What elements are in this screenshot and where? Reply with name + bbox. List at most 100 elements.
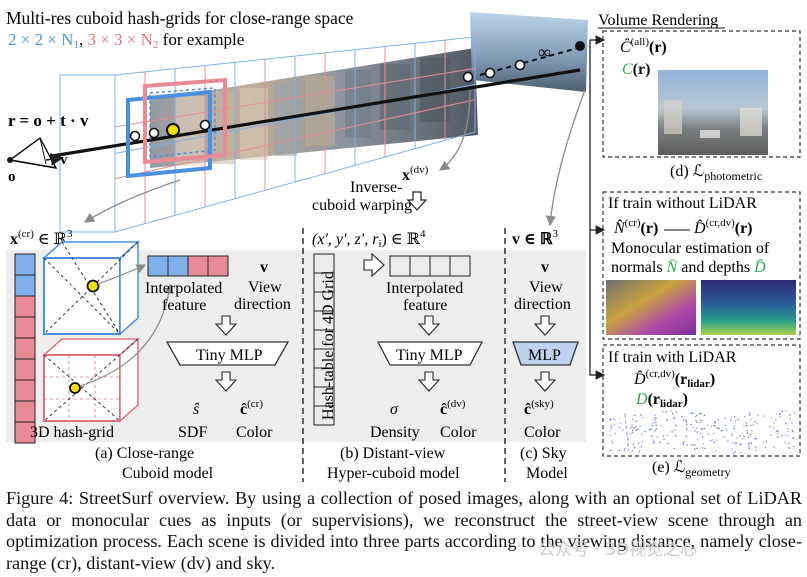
v-label-a: v <box>260 259 268 276</box>
ray-equation: r = o + t · v <box>8 111 89 130</box>
lidar-point <box>654 418 656 421</box>
lidar-point <box>792 437 794 440</box>
lidar-point <box>640 445 643 448</box>
lidar-point <box>644 430 646 433</box>
lidar-point <box>734 450 736 453</box>
lidar-point <box>673 447 675 450</box>
lidar-point <box>640 414 642 416</box>
lidar-point <box>749 413 751 416</box>
arrow-to-sky-input <box>545 89 586 227</box>
lidar-point <box>682 419 685 421</box>
lidar-point <box>683 441 686 443</box>
arrow-to-xcr <box>83 179 181 223</box>
lidar-point <box>696 421 698 424</box>
lidar-point <box>751 430 753 432</box>
lidar-point <box>626 431 628 433</box>
hash-table-4d-label: Hash-table for 4D Grid <box>320 271 337 420</box>
lidar-point <box>631 426 633 429</box>
lidar-point <box>627 448 630 451</box>
lidar-point <box>739 435 741 437</box>
warp-arrow <box>406 191 428 211</box>
tiny-mlp-a-label: Tiny MLP <box>196 347 263 364</box>
interp-feature-1: Interpolated <box>145 280 222 297</box>
lidar-point <box>672 413 674 415</box>
origin-label: o <box>8 169 16 185</box>
lidar-point <box>733 427 736 430</box>
lidar-point <box>609 434 612 437</box>
lidar-point <box>704 447 706 450</box>
lidar-point <box>652 439 655 442</box>
lidar-point <box>649 428 651 431</box>
lidar-point <box>634 420 637 423</box>
lidar-point <box>717 419 720 421</box>
lidar-point <box>673 417 675 420</box>
lidar-point <box>786 430 789 433</box>
lidar-point <box>737 418 739 421</box>
lidar-point <box>682 443 685 445</box>
lidar-point <box>733 424 736 427</box>
lidar-point <box>700 419 702 422</box>
lidar-point <box>714 420 716 423</box>
lidar-point <box>752 424 754 426</box>
lidar-point <box>746 429 748 432</box>
volume-rendering-title: Volume Rendering <box>598 12 718 29</box>
lidar-point <box>757 414 759 417</box>
lidar-point <box>614 432 617 435</box>
lidar-point <box>624 415 627 418</box>
lidar-point <box>709 439 712 442</box>
n-cr-label: N̂(cr)(r) <box>613 217 658 237</box>
lidar-point <box>710 425 712 428</box>
lidar-point <box>690 411 693 414</box>
lidar-point <box>623 450 626 452</box>
lidar-point <box>707 433 710 435</box>
lidar-point <box>769 434 772 437</box>
lidar-point <box>654 414 656 416</box>
hash-cell <box>14 400 36 423</box>
lidar-point <box>750 424 753 427</box>
lidar-point <box>754 420 757 423</box>
lidar-point <box>667 442 669 445</box>
arrow-to-xdv <box>438 89 471 171</box>
lidar-point <box>696 414 698 417</box>
grid-line <box>114 36 476 76</box>
subtitle-red: 3 × 3 × N <box>87 30 152 49</box>
lidar-point <box>673 429 676 432</box>
lidar-point <box>789 414 791 416</box>
lidar-point <box>765 440 768 443</box>
view-dir-c-2: direction <box>514 296 571 313</box>
lidar-point <box>625 425 628 428</box>
lidar-point <box>777 432 779 435</box>
lidar-point <box>694 430 696 432</box>
model-c-label-1: (c) Sky <box>520 445 567 462</box>
hashgrid-label: 3D hash-grid <box>30 424 114 441</box>
lidar-point <box>743 424 745 427</box>
lidar-point <box>666 434 669 436</box>
sdf-label: SDF <box>178 424 207 441</box>
lidar-point <box>793 445 795 448</box>
distant-view-model: (x′, y′, z′, ri) ∈ ℝ4 Hash-table for 4D … <box>312 228 484 482</box>
lidar-point <box>755 438 757 440</box>
lidar-point <box>633 427 635 429</box>
lidar-point <box>785 423 788 425</box>
sky-mlp-label: MLP <box>528 347 561 364</box>
depth-estimation-image <box>701 280 796 335</box>
lidar-point <box>718 427 720 430</box>
hash-cell <box>14 253 36 276</box>
lidar-point <box>788 447 790 450</box>
inverse-warping-1: Inverse- <box>350 179 402 196</box>
lidar-point <box>618 449 621 452</box>
lidar-point <box>788 446 790 449</box>
lidar-point <box>660 425 662 427</box>
lidar-point <box>627 444 630 447</box>
model-b-label-2: Hyper-cuboid model <box>327 465 460 482</box>
feature-cell <box>389 255 411 277</box>
lidar-point <box>661 410 664 413</box>
color-label-b: Color <box>440 424 477 441</box>
lidar-point <box>789 418 792 420</box>
dv-input-label: (x′, y′, z′, ri) ∈ ℝ4 <box>312 228 426 250</box>
lidar-point <box>675 411 678 414</box>
lidar-point <box>727 440 729 443</box>
lidar-point <box>781 434 783 437</box>
lidar-point <box>631 431 634 434</box>
